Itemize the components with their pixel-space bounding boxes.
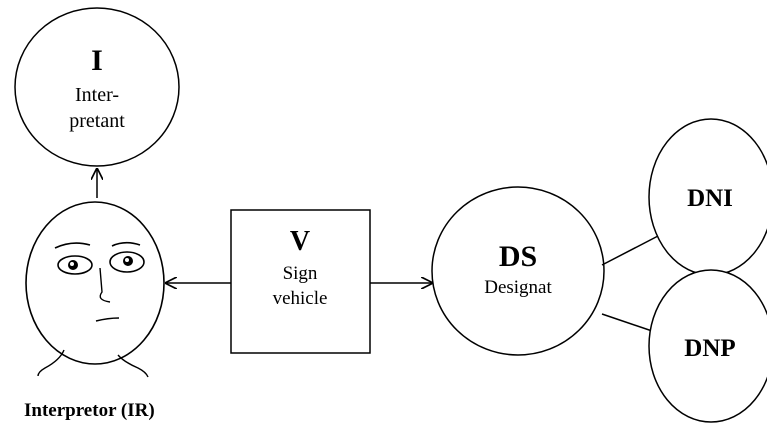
dni-label: DNI xyxy=(687,185,733,212)
neck-right xyxy=(117,354,149,378)
designat-node: DS Designat xyxy=(431,186,605,356)
dnp-label: DNP xyxy=(684,335,735,362)
designat-circle xyxy=(431,186,605,356)
interpretant-letter: I xyxy=(91,44,103,77)
right-eyebrow xyxy=(111,241,141,247)
head-outline xyxy=(25,201,165,365)
nose xyxy=(99,267,111,303)
designat-to-dnp-line xyxy=(601,313,659,334)
sign-vehicle-box xyxy=(230,209,371,354)
sign-vehicle-label-line1: Sign xyxy=(283,263,318,284)
interpretant-node: I Inter- pretant xyxy=(14,7,180,167)
sign-vehicle-label-line2: vehicle xyxy=(273,288,328,309)
dnp-circle xyxy=(648,269,767,423)
mouth xyxy=(95,317,120,322)
dnp-node: DNP xyxy=(648,269,767,423)
interpretor-label: Interpretor (IR) xyxy=(24,400,155,421)
left-eyebrow xyxy=(54,242,91,249)
neck-left xyxy=(37,349,65,377)
sign-vehicle-letter: V xyxy=(290,226,310,257)
interpretant-label-line2: pretant xyxy=(69,110,125,132)
designat-letter: DS xyxy=(499,240,537,273)
interpretor-figure xyxy=(25,201,165,378)
designat-to-dni-line xyxy=(601,235,659,266)
designat-label: Designat xyxy=(484,277,552,298)
interpretant-label-line1: Inter- xyxy=(75,84,119,106)
sign-vehicle-node: V Sign vehicle xyxy=(230,209,371,354)
dni-node: DNI xyxy=(648,118,767,276)
